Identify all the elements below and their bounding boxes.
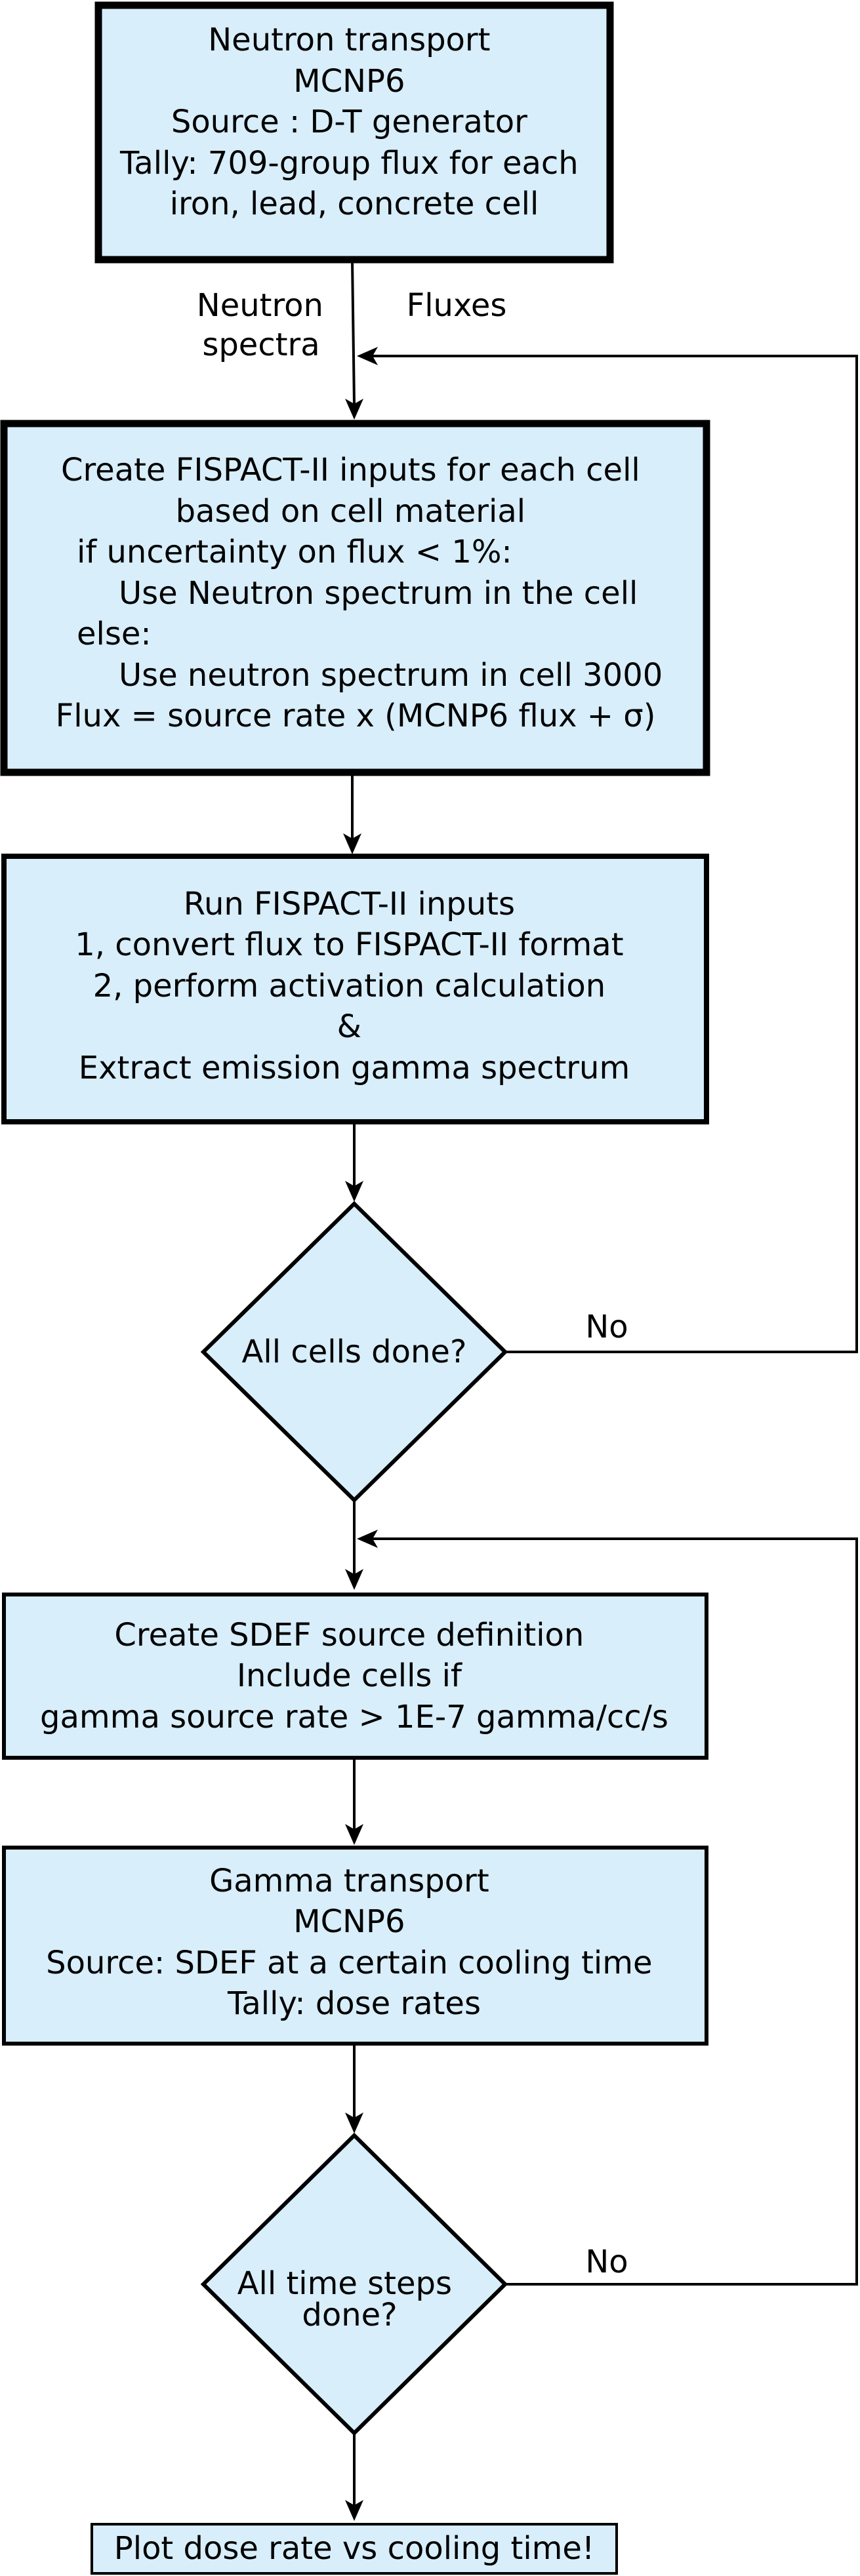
cells-done-text: All cells done?	[242, 1334, 467, 1370]
neutron-transport-text: Neutron transport MCNP6 Source : D-T gen…	[119, 22, 588, 222]
arrowhead-into-run-fispact	[343, 833, 361, 854]
create-sdef-text: Create SDEF source definition Include ce…	[40, 1617, 668, 1735]
neutron-spectra-line: Neutron	[197, 287, 323, 324]
neutron-transport-line: MCNP6	[293, 63, 405, 100]
edge-label-time-no: No	[585, 2244, 628, 2280]
arrowhead-loop-cells-no	[357, 347, 378, 365]
arrowhead-into-gamma-transport	[345, 1824, 363, 1845]
loop-time-no	[371, 1537, 858, 2286]
arrowhead-into-sdef	[345, 1569, 363, 1590]
edge-label-cells-no: No	[585, 1309, 628, 1345]
fispact-inputs-line: Flux = source rate x (MCNP6 flux + σ)	[56, 698, 656, 734]
gamma-transport-text: Gamma transport MCNP6 Source: SDEF at a …	[46, 1863, 663, 2022]
fispact-inputs-line: Use Neutron spectrum in the cell	[119, 575, 638, 612]
run-fispact-line: Run FISPACT-II inputs	[184, 886, 515, 922]
gamma-transport-box	[2, 1846, 708, 2046]
neutron-transport-line: Tally: 709-group flux for each	[119, 145, 579, 182]
run-fispact-line: 1, convert flux to FISPACT-II format	[75, 926, 623, 963]
create-fispact-inputs-text: Create FISPACT-II inputs for each cell b…	[56, 452, 673, 734]
arrowhead-into-plot	[345, 2500, 363, 2521]
create-sdef-box	[2, 1593, 708, 1760]
neutron-transport-box	[94, 1, 614, 264]
fispact-inputs-line: Create FISPACT-II inputs for each cell	[61, 452, 640, 488]
time-steps-done-decision	[200, 2132, 508, 2436]
plot-dose-text: Plot dose rate vs cooling time!	[114, 2530, 594, 2567]
neutron-transport-line: Neutron transport	[208, 22, 490, 58]
neutron-spectra-line: spectra	[202, 327, 319, 363]
run-fispact-line: Extract emission gamma spectrum	[79, 1050, 630, 1086]
loop-cells-no	[371, 355, 858, 1353]
create-sdef-line: gamma source rate > 1E-7 gamma/cc/s	[40, 1699, 668, 1735]
neutron-transport-line: Source : D-T generator	[171, 104, 527, 140]
connectors	[343, 260, 858, 2521]
edge-label-neutron-spectra: Neutron spectra	[197, 287, 333, 363]
time-steps-done-text: All time steps done?	[237, 2265, 462, 2333]
gamma-transport-line: Source: SDEF at a certain cooling time	[46, 1945, 652, 1981]
gamma-transport-line: MCNP6	[293, 1903, 405, 1940]
neutron-transport-line: iron, lead, concrete cell	[170, 186, 539, 222]
run-fispact-line: &	[337, 1008, 361, 1045]
time-steps-line: done?	[302, 2297, 397, 2333]
create-fispact-inputs-box	[0, 420, 710, 776]
run-fispact-box	[1, 854, 709, 1124]
arrowhead-into-cells-decision	[345, 1181, 363, 1202]
arrowhead-loop-time-no	[357, 1530, 378, 1548]
time-steps-line: All time steps	[237, 2265, 452, 2302]
fispact-inputs-line: if uncertainty on flux < 1%:	[77, 534, 512, 570]
create-sdef-line: Create SDEF source definition	[114, 1617, 584, 1654]
arrowhead-into-fispact-inputs	[345, 399, 363, 420]
fispact-inputs-line: else:	[77, 616, 152, 652]
arrowhead-into-time-decision	[345, 2112, 363, 2133]
gamma-transport-line: Gamma transport	[209, 1863, 489, 1899]
connector-neutron-to-fispact	[351, 260, 356, 406]
edge-label-fluxes: Fluxes	[407, 287, 507, 324]
run-fispact-line: 2, perform activation calculation	[93, 968, 606, 1004]
cells-done-decision	[200, 1200, 508, 1503]
fispact-inputs-line: Use neutron spectrum in cell 3000	[119, 657, 663, 694]
plot-dose-box	[91, 2523, 618, 2575]
gamma-transport-line: Tally: dose rates	[227, 1985, 481, 2022]
fispact-inputs-line: based on cell material	[176, 493, 525, 530]
create-sdef-line: Include cells if	[237, 1657, 462, 1694]
run-fispact-text: Run FISPACT-II inputs 1, convert flux to…	[75, 886, 634, 1086]
